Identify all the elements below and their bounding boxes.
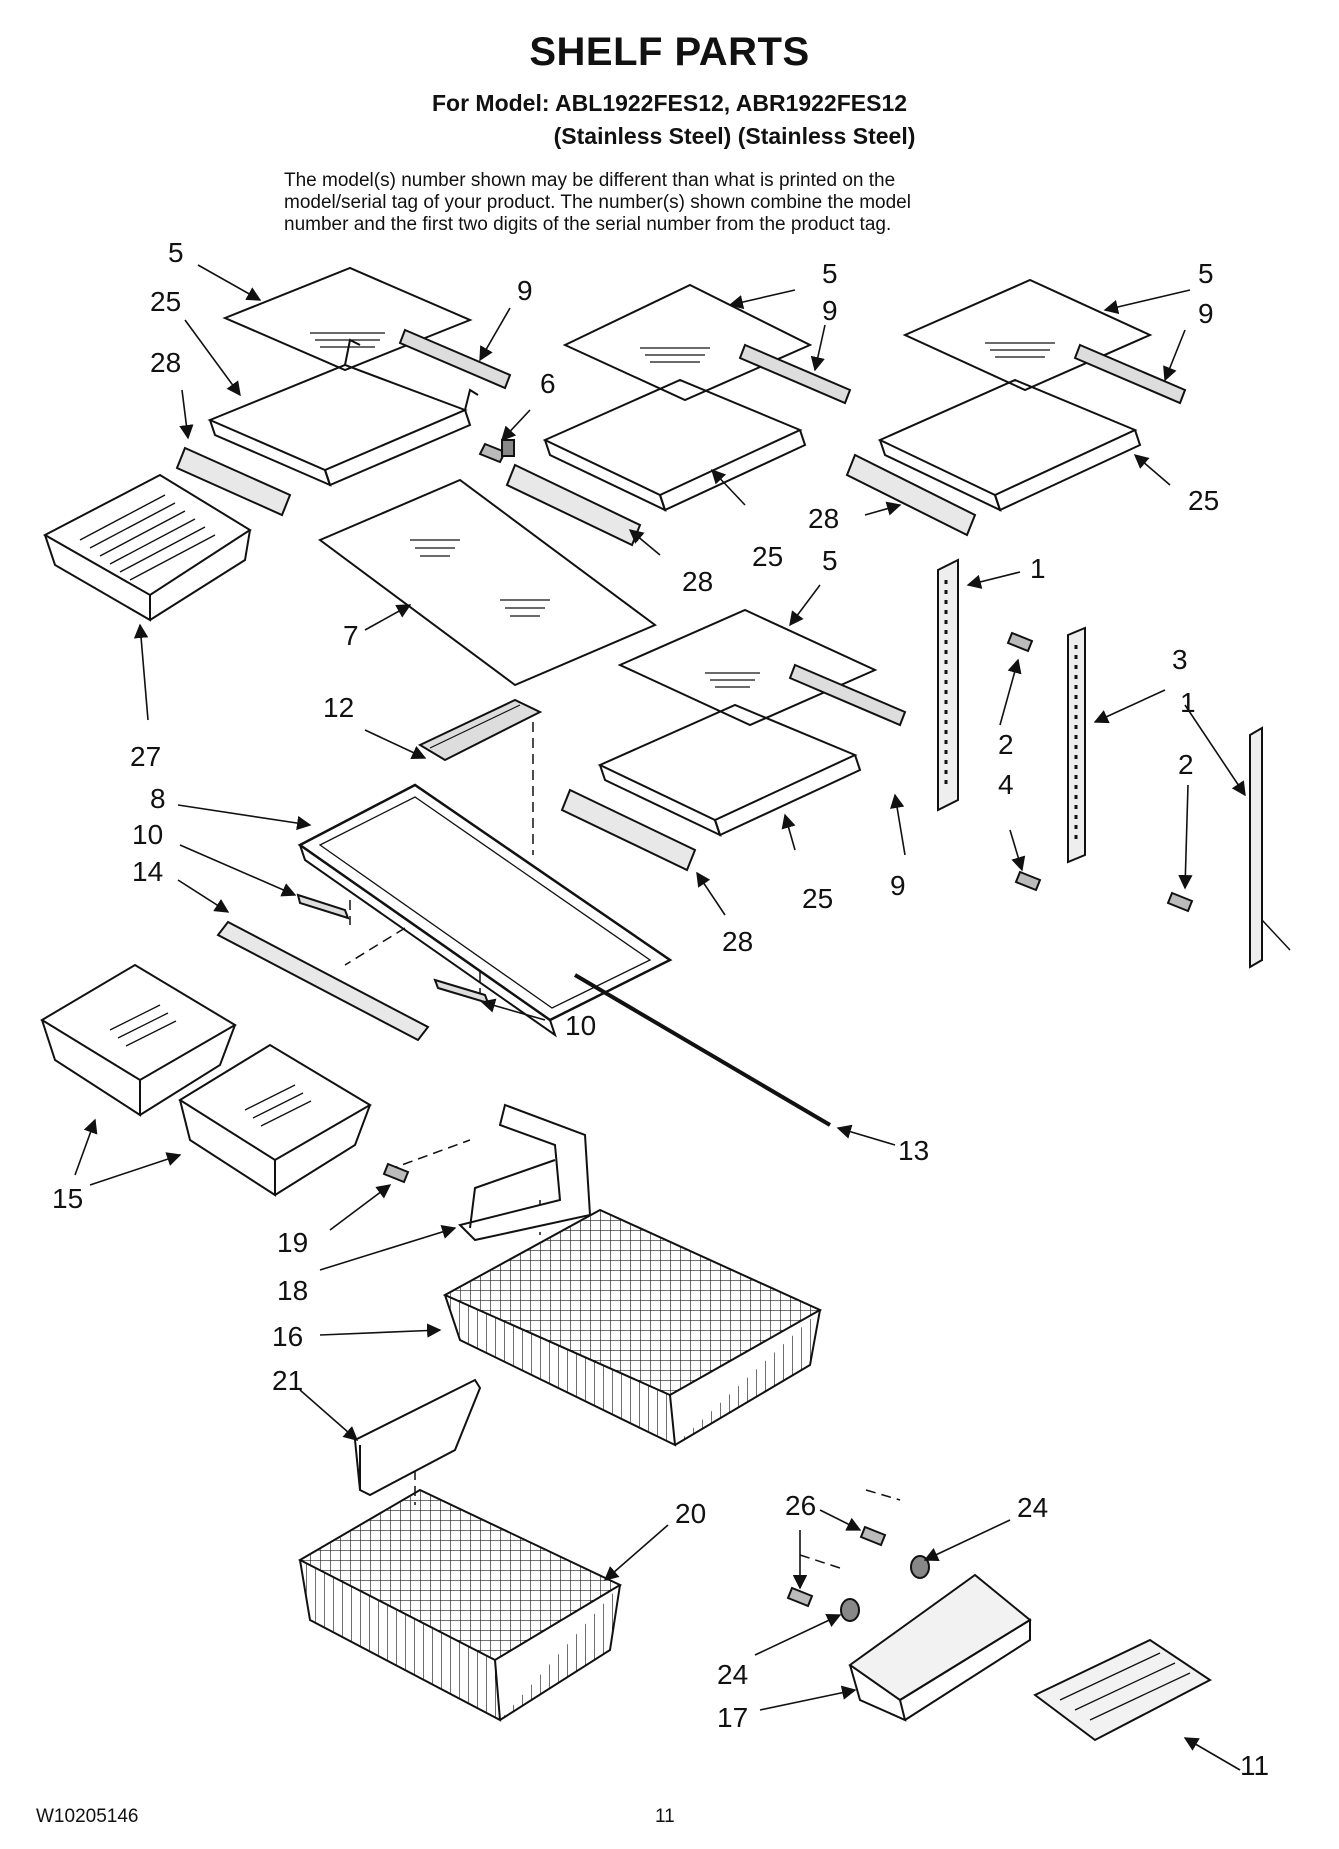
callout-labels: 5 25 28 9 6 5 9 5 9 25 28 25 28 7 27 5 1… (52, 237, 1269, 1781)
pan-15-a (40, 963, 237, 1117)
page-title: SHELF PARTS (529, 30, 810, 74)
callout-label: 26 (785, 1490, 816, 1521)
ice-bin-17 (848, 1573, 1032, 1722)
callout-label: 10 (565, 1010, 596, 1041)
callout-label: 5 (822, 258, 838, 289)
shelf-frame-middle (597, 703, 862, 837)
pan-15-b (178, 1043, 372, 1197)
callout-label: 28 (150, 347, 181, 378)
callout-label: 2 (998, 729, 1014, 760)
screw-2-b (1166, 891, 1194, 913)
callout-label: 27 (130, 741, 161, 772)
shelf-bracket-top-center (505, 463, 642, 547)
shelf-trim-top-right (1073, 343, 1187, 405)
callout-arrows (74, 264, 1246, 1771)
callout-label: 2 (1178, 749, 1194, 780)
clip-10-upper (296, 893, 350, 920)
shelf-frame-top-center (542, 378, 807, 512)
callout-label: 28 (722, 926, 753, 957)
shelf-bracket-top-right (845, 453, 977, 537)
note-line: model/serial tag of your product. The nu… (284, 192, 911, 213)
callout-label: 3 (1172, 644, 1188, 675)
shelf-bracket-middle (560, 788, 697, 872)
callout-label: 11 (1240, 1750, 1269, 1781)
cover-12 (417, 698, 543, 762)
screw-26-b (786, 1586, 814, 1608)
callout-label: 15 (52, 1183, 83, 1214)
callout-label: 6 (540, 368, 556, 399)
washer-24-b (840, 1598, 860, 1622)
rail-1-right (1249, 726, 1291, 969)
wire-basket-20 (297, 1488, 623, 1722)
callout-label: 9 (517, 275, 533, 306)
callout-label: 25 (150, 286, 181, 317)
callout-label: 12 (323, 692, 354, 723)
callout-label: 24 (717, 1659, 748, 1690)
screw-2-a (1006, 631, 1034, 653)
glass-panel-7 (318, 478, 657, 687)
screw-26-a (859, 1525, 887, 1547)
callout-label: 13 (898, 1135, 929, 1166)
finish-line: (Stainless Steel) (Stainless Steel) (553, 123, 916, 149)
crisper-drawer-27 (42, 473, 252, 622)
callout-label: 4 (998, 769, 1014, 800)
shelf-trim-top-center (738, 343, 852, 405)
dashed-lines (344, 722, 901, 1569)
callout-label: 5 (168, 237, 184, 268)
glass-shelf-top-center (562, 283, 813, 402)
rail-3 (1067, 626, 1086, 864)
screw-19 (382, 1162, 410, 1184)
callout-label: 25 (752, 541, 783, 572)
callout-label: 9 (1198, 298, 1214, 329)
divider-21 (353, 1378, 482, 1497)
ice-tray-11 (1033, 1638, 1212, 1742)
screw-6 (478, 439, 515, 464)
washer-24-a (910, 1555, 930, 1579)
crisper-frame-8 (297, 783, 673, 1038)
document-number: W10205146 (36, 1806, 139, 1827)
callout-label: 17 (717, 1702, 748, 1733)
callout-label: 24 (1017, 1492, 1048, 1523)
callout-label: 16 (272, 1321, 303, 1352)
callout-label: 28 (808, 503, 839, 534)
callout-label: 5 (1198, 258, 1214, 289)
callout-label: 1 (1180, 687, 1196, 718)
callout-label: 25 (802, 883, 833, 914)
callout-label: 28 (682, 566, 713, 597)
rod-13 (573, 973, 832, 1127)
model-line: For Model: ABL1922FES12, ABR1922FES12 (431, 90, 908, 116)
model-note: The model(s) number shown may be differe… (284, 170, 1084, 236)
callout-label: 19 (277, 1227, 308, 1258)
rail-1-left (937, 558, 959, 812)
shelf-trim-middle (788, 663, 907, 727)
callout-label: 9 (822, 295, 838, 326)
callout-label: 25 (1188, 485, 1219, 516)
callout-label: 8 (150, 783, 166, 814)
note-line: The model(s) number shown may be differe… (284, 170, 896, 191)
screw-4 (1014, 870, 1042, 892)
shelf-trim-top-left (398, 328, 512, 390)
callout-label: 14 (132, 856, 163, 887)
shelf-bracket-top-left (175, 446, 292, 517)
shelf-frame-top-left (207, 338, 479, 487)
basket-bracket-18 (458, 1103, 592, 1242)
glass-shelf-top-right (902, 278, 1153, 392)
callout-label: 5 (822, 545, 838, 576)
wire-basket-16 (442, 1208, 823, 1447)
page-number: 11 (655, 1806, 675, 1827)
callout-label: 1 (1030, 553, 1046, 584)
trim-14 (216, 920, 430, 1042)
shelf-frame-top-right (877, 378, 1142, 512)
callout-label: 21 (272, 1365, 303, 1396)
note-line: number and the first two digits of the s… (284, 214, 892, 235)
glass-shelf-middle (617, 608, 878, 727)
callout-label: 20 (675, 1498, 706, 1529)
callout-label: 10 (132, 819, 163, 850)
callout-label: 18 (277, 1275, 308, 1306)
callout-label: 9 (890, 870, 906, 901)
callout-label: 7 (343, 620, 359, 651)
